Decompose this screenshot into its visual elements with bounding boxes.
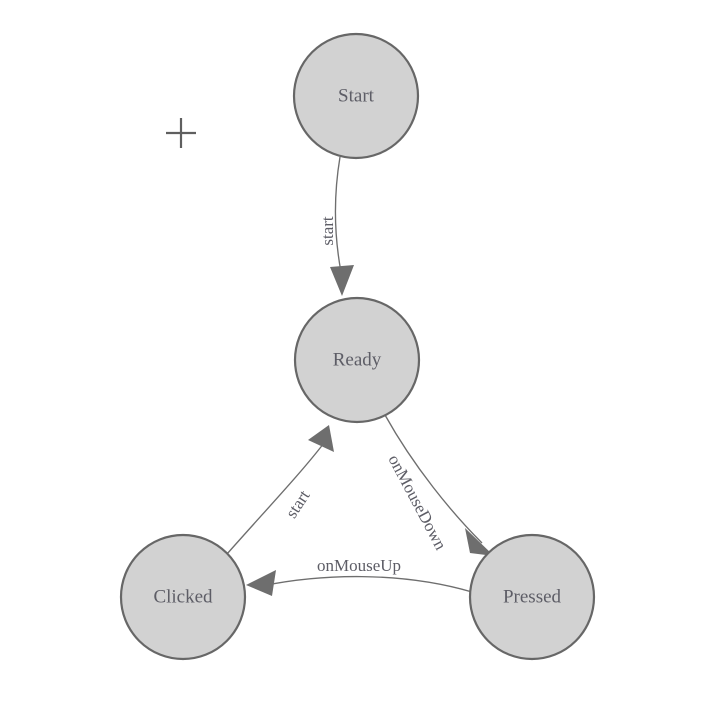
node-ready[interactable]: Ready — [293, 296, 421, 424]
node-pressed-label: Pressed — [503, 586, 562, 607]
node-pressed[interactable]: Pressed — [468, 533, 596, 661]
edge-start-to-ready-arrowhead — [330, 265, 354, 296]
edge-pressed-to-clicked[interactable] — [246, 570, 473, 596]
node-clicked-label: Clicked — [153, 586, 213, 607]
edge-ready-to-pressed[interactable] — [384, 414, 494, 556]
edge-label-clicked-to-ready: start — [282, 486, 314, 521]
edge-label-pressed-to-clicked: onMouseUp — [317, 556, 401, 575]
edge-ready-to-pressed-arrowhead — [465, 528, 494, 556]
node-start-label: Start — [338, 85, 375, 106]
edge-ready-to-pressed-path — [384, 414, 483, 544]
node-start-circle[interactable] — [292, 32, 420, 160]
node-clicked-circle[interactable] — [119, 533, 247, 661]
crosshair-icon[interactable] — [166, 118, 196, 148]
edge-start-to-ready-path — [334, 156, 342, 273]
edge-clicked-to-ready-path — [226, 442, 325, 555]
edge-pressed-to-clicked-arrowhead — [246, 570, 276, 596]
node-clicked[interactable]: Clicked — [119, 533, 247, 661]
edge-pressed-to-clicked-path — [261, 575, 473, 593]
node-ready-circle[interactable] — [293, 296, 421, 424]
node-pressed-circle[interactable] — [468, 533, 596, 661]
node-ready-label: Ready — [333, 349, 382, 370]
edge-start-to-ready[interactable] — [330, 156, 354, 296]
node-start[interactable]: Start — [292, 32, 420, 160]
edge-label-start-to-ready: start — [318, 216, 337, 246]
edge-clicked-to-ready[interactable] — [226, 425, 334, 555]
edge-clicked-to-ready-arrowhead — [308, 425, 334, 452]
